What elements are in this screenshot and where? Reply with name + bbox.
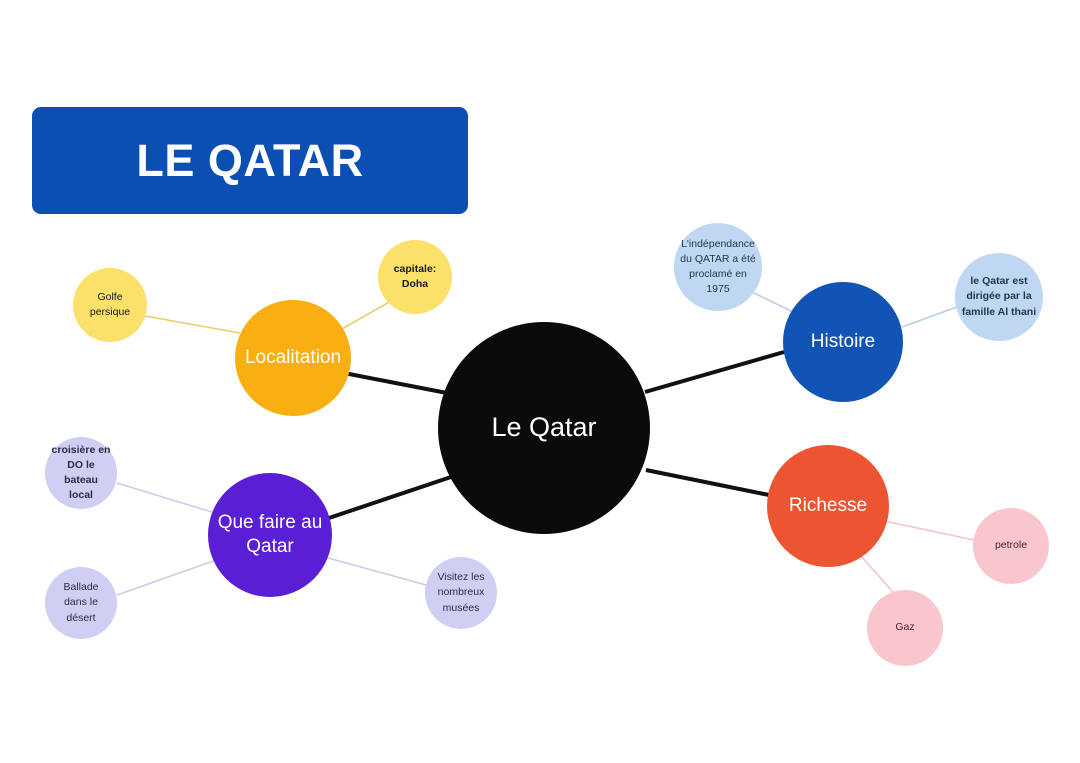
node-leaf-croisiere-bateau-local-label: croisière en DO le bateau local: [51, 443, 111, 502]
node-leaf-independance-1975-label: L'indépendance du QATAR a été proclamé e…: [680, 237, 756, 296]
node-leaf-famille-al-thani-label: le Qatar est dirigée par la famille Al t…: [961, 275, 1037, 318]
edge-center-localitation: [343, 371, 448, 395]
edge-richesse-gaz: [860, 555, 894, 593]
node-leaf-golfe-persique-label: Golfe persique: [89, 290, 131, 318]
node-branch-histoire[interactable]: Histoire: [783, 282, 903, 402]
node-leaf-croisiere-bateau-local[interactable]: croisière en DO le bateau local: [45, 437, 117, 509]
title-banner: LE QATAR: [32, 107, 468, 214]
node-center-label: Le Qatar: [491, 412, 597, 443]
node-leaf-petrole[interactable]: petrole: [973, 508, 1049, 584]
node-leaf-petrole-label: petrole: [994, 539, 1028, 552]
node-leaf-independance-1975[interactable]: L'indépendance du QATAR a été proclamé e…: [674, 223, 762, 311]
node-leaf-gaz-label: Gaz: [895, 621, 915, 634]
node-branch-richesse-label: Richesse: [788, 495, 868, 517]
edge-quefaire-croisiere: [116, 482, 216, 514]
node-leaf-ballade-desert[interactable]: Ballade dans le désert: [45, 567, 117, 639]
node-branch-que-faire-au-qatar-label: Que faire au Qatar: [217, 512, 323, 557]
edge-localitation-capitale: [339, 300, 392, 331]
node-branch-histoire-label: Histoire: [810, 331, 876, 353]
page-title: LE QATAR: [136, 135, 364, 186]
node-branch-que-faire-au-qatar[interactable]: Que faire au Qatar: [208, 473, 332, 597]
node-branch-localitation[interactable]: Localitation: [235, 300, 351, 416]
node-leaf-visitez-musees-label: Visitez les nombreux musées: [437, 571, 485, 614]
node-leaf-ballade-desert-label: Ballade dans le désert: [63, 581, 99, 624]
edge-center-richesse: [645, 468, 770, 497]
edge-histoire-famille: [901, 306, 958, 328]
node-leaf-gaz[interactable]: Gaz: [867, 590, 943, 666]
node-leaf-capitale-doha-label: capitale: Doha: [393, 262, 437, 290]
edge-localitation-golfe: [144, 315, 241, 334]
node-leaf-capitale-doha[interactable]: capitale: Doha: [378, 240, 452, 314]
node-center-le-qatar[interactable]: Le Qatar: [438, 322, 650, 534]
edge-center-quefaire: [328, 475, 452, 520]
edge-quefaire-ballade: [116, 559, 217, 596]
edge-center-histoire: [644, 350, 785, 394]
node-leaf-famille-al-thani[interactable]: le Qatar est dirigée par la famille Al t…: [955, 253, 1043, 341]
node-leaf-visitez-musees[interactable]: Visitez les nombreux musées: [425, 557, 497, 629]
edge-quefaire-musees: [327, 557, 427, 586]
node-branch-richesse[interactable]: Richesse: [767, 445, 889, 567]
node-leaf-golfe-persique[interactable]: Golfe persique: [73, 268, 147, 342]
edge-richesse-petrole: [883, 520, 975, 541]
node-branch-localitation-label: Localitation: [244, 347, 342, 369]
